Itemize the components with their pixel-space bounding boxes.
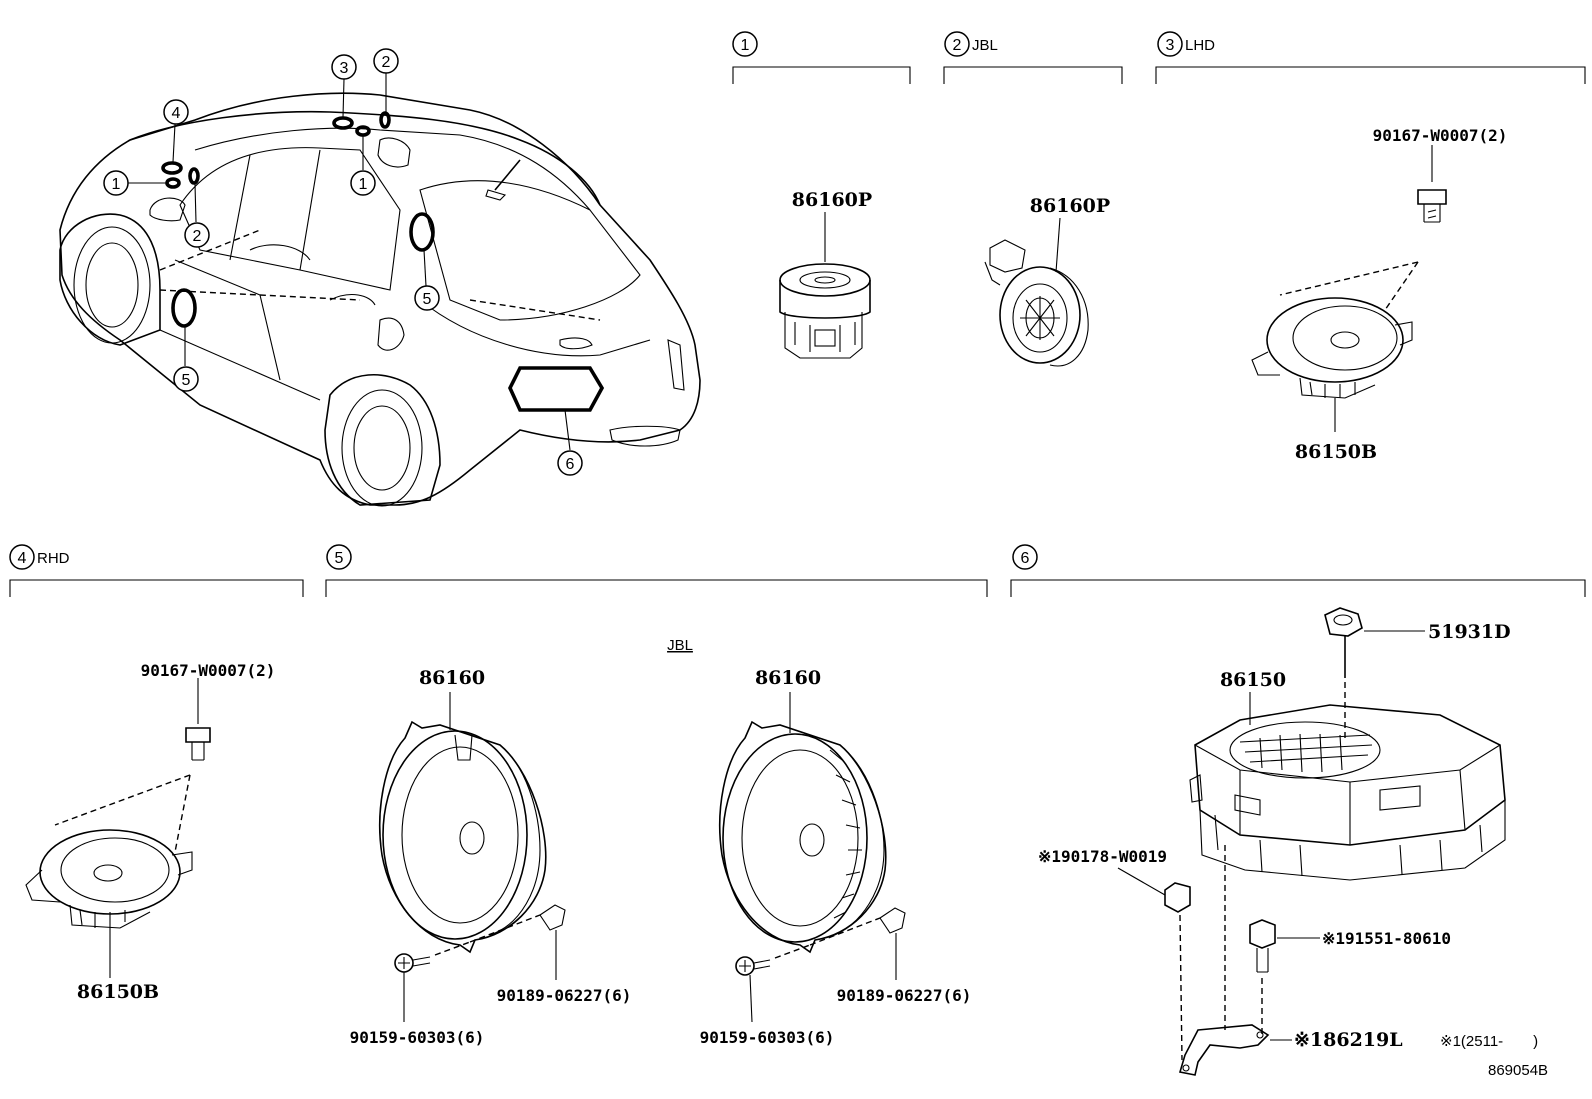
part-label-51931d: 51931D (1428, 621, 1511, 643)
part-label-90159-60303-b: 90159-60303(6) (700, 1028, 835, 1047)
car-callout-2-upper: 2 (373, 48, 399, 74)
svg-text:6: 6 (566, 456, 575, 473)
tweeter-86160p-section-1 (779, 212, 871, 359)
svg-text:2: 2 (953, 37, 962, 54)
footnote-production-date: ※1(2511- ) (1440, 1033, 1538, 1050)
speaker-86150b-rhd (25, 678, 211, 978)
section-header-2: 2 JBL (943, 31, 1123, 84)
part-label-90167-w0007-lhd: 90167-W0007(2) (1373, 126, 1508, 145)
svg-text:4: 4 (172, 105, 181, 122)
car-callout-3: 3 (331, 54, 357, 80)
part-label-86219l: ※186219L (1294, 1029, 1403, 1051)
part-label-86160p-s2: 86160P (1030, 195, 1110, 217)
part-label-86150b-lhd: 86150B (1295, 441, 1377, 463)
part-label-90189-06227-b: 90189-06227(6) (837, 986, 972, 1005)
section-header-1: 1 (732, 31, 911, 84)
svg-text:RHD: RHD (37, 550, 70, 567)
part-label-86150b-rhd: 86150B (77, 981, 159, 1003)
car-callout-1-left: 1 (103, 170, 129, 196)
svg-text:JBL: JBL (972, 37, 998, 54)
svg-text:2: 2 (382, 54, 391, 71)
section-header-5: 5 (325, 544, 988, 597)
svg-text:1: 1 (741, 37, 750, 54)
diagram-id: 869054B (1488, 1062, 1548, 1079)
car-callout-6: 6 (557, 450, 583, 476)
door-speaker-86160-jbl (719, 692, 906, 1023)
svg-text:1: 1 (112, 176, 121, 193)
svg-text:3: 3 (1166, 37, 1175, 54)
vehicle-overview (59, 73, 701, 507)
car-callout-5-left: 5 (173, 366, 199, 392)
section-header-4: 4 RHD (9, 544, 304, 597)
speaker-86150b-lhd (1251, 145, 1447, 432)
section-header-6: 6 (1010, 544, 1586, 597)
svg-text:6: 6 (1021, 550, 1030, 567)
car-callout-2-lower: 2 (184, 222, 210, 248)
part-label-90178-w0019: ※190178-W0019 (1038, 847, 1167, 866)
part-label-86160-b: 86160 (755, 667, 821, 689)
door-speaker-86160-standard (379, 692, 566, 1022)
part-label-90167-w0007-rhd: 90167-W0007(2) (141, 661, 276, 680)
part-label-90189-06227-a: 90189-06227(6) (497, 986, 632, 1005)
jbl-label: JBL (667, 637, 693, 654)
tweeter-86160p-section-2 (984, 217, 1089, 367)
section-header-3: 3 LHD (1155, 31, 1586, 84)
subwoofer-86150-assembly (1117, 607, 1506, 1076)
svg-text:2: 2 (193, 228, 202, 245)
car-callout-1-right: 1 (350, 170, 376, 196)
car-callout-5-right: 5 (414, 285, 440, 311)
svg-text:5: 5 (423, 291, 432, 308)
svg-text:5: 5 (335, 550, 344, 567)
part-label-90159-60303-a: 90159-60303(6) (350, 1028, 485, 1047)
part-label-91551-80610: ※191551-80610 (1322, 929, 1451, 948)
part-label-86160p-s1: 86160P (792, 189, 872, 211)
svg-text:5: 5 (182, 372, 191, 389)
part-label-86160-a: 86160 (419, 667, 485, 689)
svg-text:3: 3 (340, 60, 349, 77)
svg-text:LHD: LHD (1185, 37, 1215, 54)
svg-text:1: 1 (359, 176, 368, 193)
car-callout-4: 4 (163, 99, 189, 125)
svg-text:4: 4 (18, 550, 27, 567)
part-label-86150: 86150 (1220, 669, 1286, 691)
